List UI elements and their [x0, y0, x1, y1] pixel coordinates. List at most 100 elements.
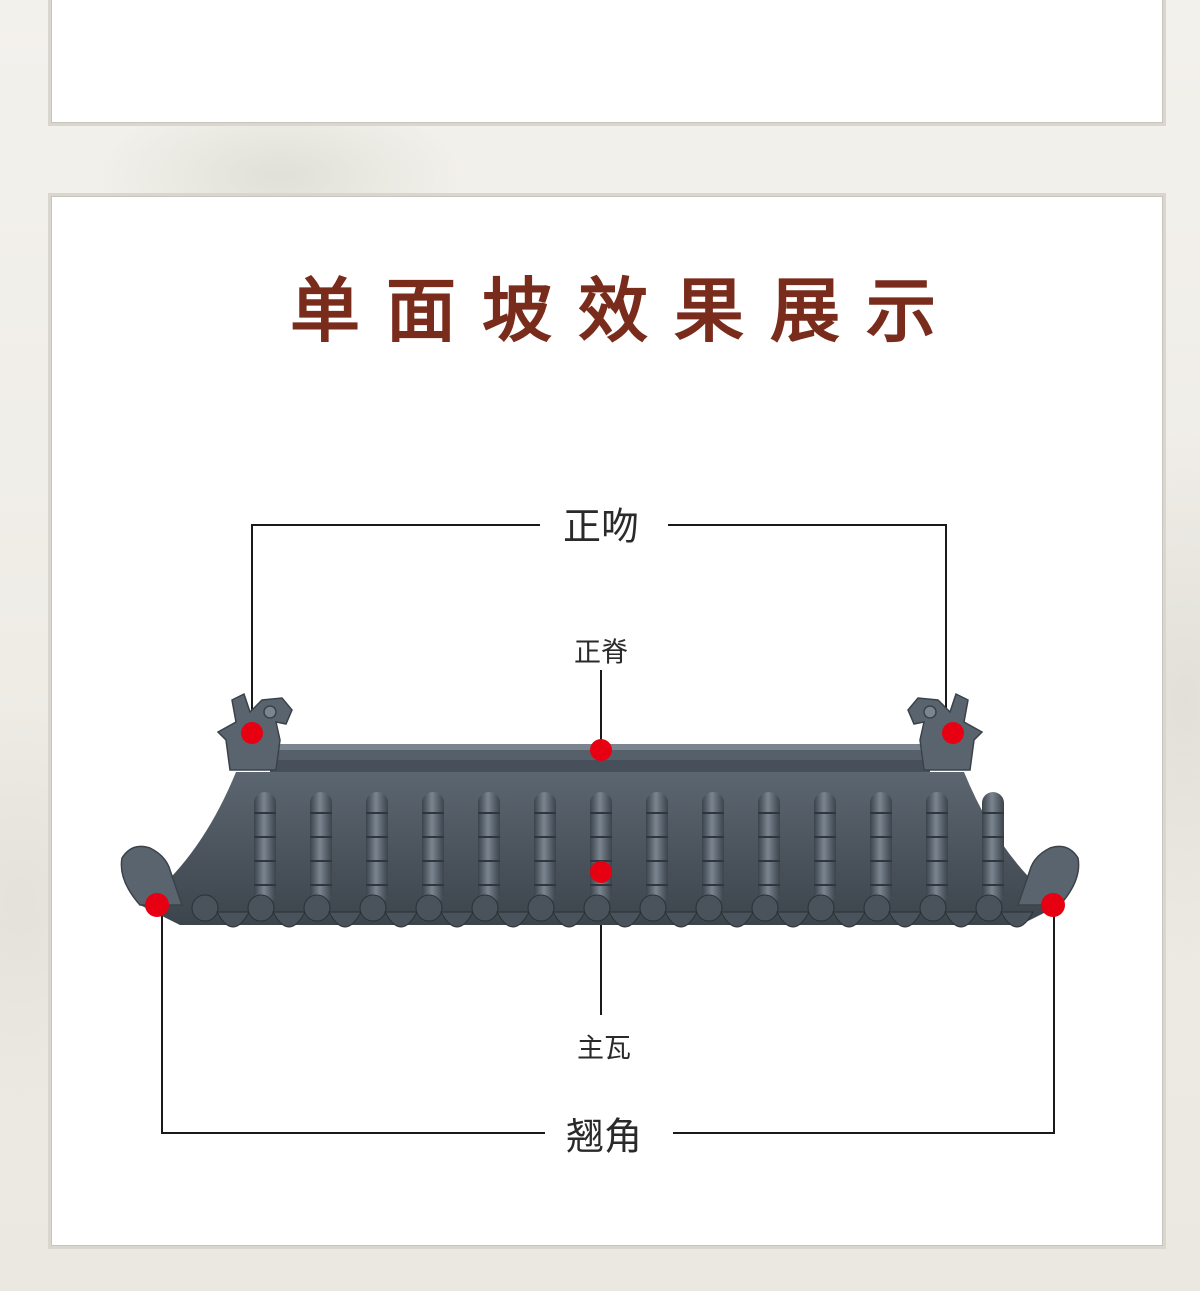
tile-joint	[646, 860, 668, 862]
label-qiaojiao: 翘角	[565, 1114, 643, 1159]
tile-ridge-roll	[366, 792, 388, 904]
tile-joint	[422, 860, 444, 862]
tile-joint	[982, 884, 1004, 886]
eave-tiles	[191, 894, 1034, 928]
eave-tile-end	[191, 894, 219, 922]
eave-tile-end	[639, 894, 667, 922]
tile-joint	[926, 812, 948, 814]
tile-ridge-roll	[590, 792, 612, 904]
tile-ridge-roll	[814, 792, 836, 904]
marker-zhengwen-left	[241, 722, 263, 744]
qiaojiao-line-right	[673, 905, 1055, 1134]
eave-tile-end	[695, 894, 723, 922]
tile-joint	[814, 860, 836, 862]
tile-joint	[478, 860, 500, 862]
zhengwen-line-left	[251, 524, 540, 735]
label-zhuwa: 主瓦	[577, 1033, 631, 1065]
eave-tile-end	[303, 894, 331, 922]
tile-joint	[534, 812, 556, 814]
eave-tile-end	[807, 894, 835, 922]
tile-joint	[870, 860, 892, 862]
roof	[140, 744, 1060, 928]
tile-joint	[366, 812, 388, 814]
tile-joint	[702, 812, 724, 814]
tile-joint	[814, 812, 836, 814]
tile-joint	[422, 884, 444, 886]
tile-joint	[534, 860, 556, 862]
tile-ridge-roll	[982, 792, 1004, 904]
zhengwen-line-right	[668, 524, 947, 735]
tile-joint	[646, 884, 668, 886]
tile-joint	[758, 884, 780, 886]
eave-tile-end	[919, 894, 947, 922]
tile-joint	[814, 884, 836, 886]
marker-qiaojiao-right	[1041, 893, 1065, 917]
tile-joint	[590, 884, 612, 886]
eave-tile-end	[751, 894, 779, 922]
tile-joint	[870, 884, 892, 886]
eave-tile-end	[527, 894, 555, 922]
label-zhengji: 正脊	[574, 637, 628, 669]
top-panel	[48, 0, 1166, 126]
tile-ridge-roll	[758, 792, 780, 904]
tile-ridge-roll	[646, 792, 668, 904]
tile-joint	[982, 860, 1004, 862]
marker-zhuwa	[590, 861, 612, 883]
tile-joint	[702, 884, 724, 886]
tile-joint	[814, 836, 836, 838]
tile-ridge-roll	[870, 792, 892, 904]
eave-tile-end	[583, 894, 611, 922]
tile-ridge-roll	[926, 792, 948, 904]
eave-drip-tile	[1000, 911, 1034, 928]
tile-joint	[646, 812, 668, 814]
tile-joint	[478, 884, 500, 886]
tile-rows	[254, 792, 1004, 904]
page-title: 单面坡效果展示	[290, 269, 962, 352]
tile-ridge-roll	[310, 792, 332, 904]
eave-tile-end	[471, 894, 499, 922]
tile-joint	[870, 812, 892, 814]
tile-joint	[646, 836, 668, 838]
tile-joint	[422, 812, 444, 814]
tile-joint	[310, 836, 332, 838]
tile-joint	[758, 860, 780, 862]
ridge-band	[270, 760, 930, 772]
tile-joint	[590, 836, 612, 838]
tile-joint	[422, 836, 444, 838]
tile-ridge-roll	[534, 792, 556, 904]
tile-ridge-roll	[254, 792, 276, 904]
corner-ornament-left	[120, 845, 184, 906]
tile-ridge-roll	[422, 792, 444, 904]
eave-tile-end	[247, 894, 275, 922]
tile-joint	[254, 884, 276, 886]
tile-joint	[590, 812, 612, 814]
tile-joint	[926, 836, 948, 838]
tile-joint	[310, 812, 332, 814]
tile-joint	[870, 836, 892, 838]
corner-ornament-right	[1016, 845, 1080, 906]
tile-joint	[366, 860, 388, 862]
marker-zhengji	[590, 739, 612, 761]
eave-tile-end	[415, 894, 443, 922]
main-panel	[48, 193, 1166, 1249]
tile-joint	[534, 884, 556, 886]
tile-joint	[926, 860, 948, 862]
tile-joint	[366, 884, 388, 886]
markers	[145, 722, 1065, 917]
tile-joint	[702, 860, 724, 862]
tile-joint	[478, 812, 500, 814]
eave-tile-end	[975, 894, 1003, 922]
tile-joint	[254, 836, 276, 838]
tile-joint	[982, 836, 1004, 838]
marker-qiaojiao-left	[145, 893, 169, 917]
tile-joint	[478, 836, 500, 838]
tile-joint	[758, 812, 780, 814]
tile-joint	[702, 836, 724, 838]
tile-joint	[534, 836, 556, 838]
tile-ridge-roll	[702, 792, 724, 904]
tile-joint	[310, 884, 332, 886]
marker-zhengwen-right	[942, 722, 964, 744]
tile-joint	[310, 860, 332, 862]
tile-joint	[758, 836, 780, 838]
